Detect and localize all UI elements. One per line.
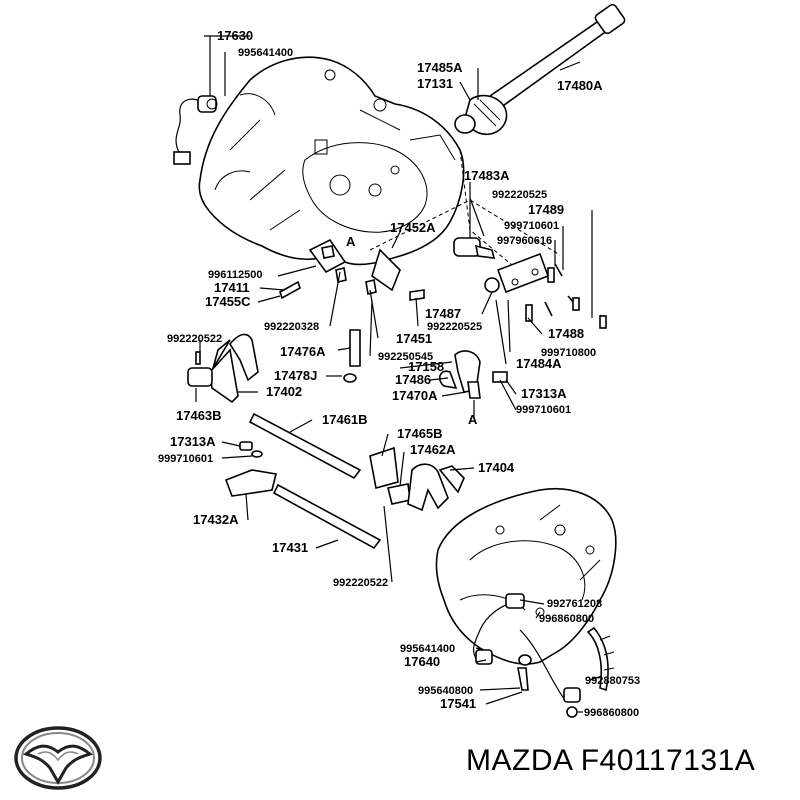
label-17640: 17640 — [404, 654, 440, 669]
label-17404: 17404 — [478, 460, 515, 475]
brand-part-number: MAZDA F40117131A — [466, 744, 755, 778]
sensor-17630 — [173, 95, 218, 165]
label-996112500: 996112500 — [208, 269, 262, 281]
label-992880753: 992880753 — [585, 675, 640, 687]
shift-rod-17480A — [454, 3, 626, 136]
label-992220522-b: 992220522 — [333, 577, 388, 589]
label-995641400-top: 995641400 — [238, 47, 293, 59]
label-17402: 17402 — [266, 384, 302, 399]
label-996860800-b: 996860800 — [584, 707, 639, 719]
label-17630: 17630 — [217, 28, 253, 43]
label-17476A: 17476A — [280, 344, 326, 359]
label-17470A: 17470A — [392, 388, 438, 403]
mazda-logo-icon — [14, 726, 102, 790]
label-992220525-a: 992220525 — [492, 189, 547, 201]
label-17463B: 17463B — [176, 408, 222, 423]
lower-transmission-case — [435, 488, 617, 718]
label-17431: 17431 — [272, 540, 308, 555]
label-992220328: 992220328 — [264, 321, 319, 333]
part-labels: 17630 995641400 17485A 17131 17480A 1748… — [158, 28, 640, 719]
label-17483A: 17483A — [464, 168, 510, 183]
label-992250545: 992250545 — [378, 351, 433, 363]
label-997960616: 997960616 — [497, 235, 552, 247]
label-17541: 17541 — [440, 696, 476, 711]
label-17432A: 17432A — [193, 512, 239, 527]
label-17480A: 17480A — [557, 78, 603, 93]
label-17486: 17486 — [395, 372, 431, 387]
shift-rods — [224, 412, 465, 550]
label-17485A: 17485A — [417, 60, 463, 75]
leader-lines — [195, 35, 603, 713]
label-17313A-a: 17313A — [521, 386, 567, 401]
label-999710601-b: 999710601 — [516, 404, 571, 416]
label-mark-A-2: A — [468, 412, 478, 427]
label-17489: 17489 — [528, 202, 564, 217]
part-number: F40117131A — [580, 744, 756, 777]
label-mark-A-1: A — [346, 234, 356, 249]
label-17158: 17158 — [408, 359, 444, 374]
label-17487: 17487 — [425, 306, 461, 321]
label-999710800: 999710800 — [541, 347, 596, 359]
label-992220522-a: 992220522 — [167, 333, 222, 345]
label-17313A-b: 17313A — [170, 434, 216, 449]
label-17461B: 17461B — [322, 412, 368, 427]
label-995640800: 995640800 — [418, 685, 473, 697]
label-992220525-b: 992220525 — [427, 321, 482, 333]
brand-name: MAZDA — [466, 744, 572, 777]
label-996860800-a: 996860800 — [539, 613, 594, 625]
label-992761208: 992761208 — [547, 598, 602, 610]
label-17465B: 17465B — [397, 426, 443, 441]
label-17488: 17488 — [548, 326, 584, 341]
label-17462A: 17462A — [410, 442, 456, 457]
label-17452A: 17452A — [390, 220, 436, 235]
label-17455C: 17455C — [205, 294, 251, 309]
label-17131: 17131 — [417, 76, 453, 91]
label-17411: 17411 — [214, 280, 249, 295]
shift-fork-17402 — [187, 333, 259, 404]
label-995641400-bottom: 995641400 — [400, 643, 455, 655]
footer: MAZDA F40117131A — [0, 720, 800, 800]
label-999710601-c: 999710601 — [158, 453, 213, 465]
label-17451: 17451 — [396, 331, 432, 346]
label-17478J: 17478J — [274, 368, 317, 383]
upper-transmission-case — [198, 56, 465, 266]
label-17484A: 17484A — [516, 356, 562, 371]
label-999710601-a: 999710601 — [504, 220, 559, 232]
selector-assembly — [279, 149, 607, 399]
